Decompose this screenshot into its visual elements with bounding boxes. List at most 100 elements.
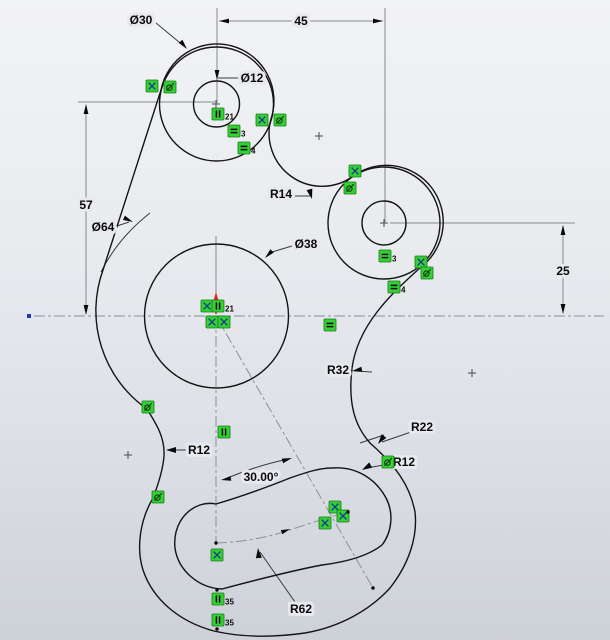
relation-icon-cross[interactable] (210, 548, 224, 562)
leader-dia30[interactable] (155, 22, 189, 51)
arrowhead (219, 18, 229, 24)
right-boss-outer-circle[interactable] (327, 166, 441, 280)
dimension-label-rad-22[interactable]: R22 (408, 417, 436, 437)
relation-icon-cross[interactable] (336, 509, 350, 523)
arrowhead (560, 304, 566, 314)
center-point-cross[interactable] (315, 132, 323, 140)
dimension-label-dia-30[interactable]: Ø30 (127, 10, 156, 30)
arrowhead (214, 70, 220, 80)
centerlines (34, 236, 604, 589)
relation-icon-box (323, 318, 337, 332)
angled-centerline-30deg[interactable] (215, 315, 374, 589)
relation-icon-cross[interactable] (318, 516, 332, 530)
slot-centerline-arc[interactable] (215, 511, 349, 544)
relation-icon-bars[interactable]: 35 (211, 613, 234, 628)
leader-r32[interactable] (352, 366, 373, 374)
relation-icon-box (227, 124, 241, 138)
relation-icon-tangent[interactable] (343, 181, 357, 195)
dimension-label-dia-38[interactable]: Ø38 (292, 234, 321, 254)
relation-icon-tangent[interactable] (163, 80, 177, 94)
relation-icon-equal[interactable]: 4 (237, 141, 256, 156)
relation-icon-bars[interactable]: 21 (211, 107, 234, 122)
relation-icon-cross[interactable] (414, 255, 428, 269)
relation-icon-bars[interactable]: 35 (211, 592, 234, 607)
dimension-label-angle-30[interactable]: 30.00° (241, 467, 282, 487)
relation-icon-cross[interactable] (200, 299, 214, 313)
arrowhead (362, 462, 373, 470)
arrowhead (255, 548, 262, 559)
leader-r12-left[interactable] (166, 447, 188, 453)
sketch-point-dot[interactable] (214, 541, 218, 545)
arrowhead (280, 529, 290, 535)
arrowhead (265, 249, 274, 258)
dimension-label-rad-62[interactable]: R62 (287, 599, 315, 619)
kidney-slot[interactable] (174, 467, 392, 590)
relation-icon-cross[interactable] (205, 315, 219, 329)
leader-angle-30[interactable] (221, 456, 293, 483)
relation-subscript: 35 (225, 598, 234, 607)
dimension-labels-layer: 455725Ø30Ø12Ø64Ø38R14R32R22R12R1230.00°R… (76, 10, 573, 619)
relation-icon-box (211, 613, 225, 627)
relation-icon-bars[interactable]: 21 (211, 299, 234, 314)
relation-icon-equal[interactable] (323, 318, 337, 332)
relation-icon-tangent[interactable] (141, 400, 155, 414)
dimension-label-rad-14[interactable]: R14 (267, 184, 295, 204)
leader-dia38[interactable] (263, 245, 293, 260)
center-point-cross[interactable] (468, 369, 476, 377)
dimension-label-rad-32[interactable]: R32 (324, 360, 352, 380)
dimension-leaders (100, 22, 415, 603)
relation-subscript: 3 (392, 255, 397, 264)
dimension-label-dist-45[interactable]: 45 (291, 11, 311, 31)
top-boss-hole-circle[interactable] (192, 80, 241, 128)
dimension-label-rad-12-left[interactable]: R12 (185, 440, 213, 460)
dimension-label-dia-12[interactable]: Ø12 (238, 68, 267, 88)
dimension-label-dist-25[interactable]: 25 (553, 261, 573, 281)
sketch-point-dot[interactable] (215, 588, 219, 592)
arrowhead (352, 366, 363, 372)
leader-r22[interactable] (359, 430, 415, 446)
sketch-point-dot[interactable] (371, 586, 375, 590)
relation-icon-cross[interactable] (217, 315, 231, 329)
dimension-label-rad-12-right[interactable]: R12 (390, 452, 418, 472)
arrowhead (306, 188, 313, 199)
center-hub-circle[interactable] (143, 243, 290, 389)
relation-icon-box (217, 425, 231, 439)
relation-icon-equal[interactable]: 3 (378, 249, 397, 264)
centerline-endpoint-blue[interactable] (27, 314, 31, 318)
relation-subscript: 21 (225, 305, 234, 314)
leader-dia12[interactable] (214, 66, 238, 80)
arrowhead (560, 225, 566, 235)
top-boss-outer-circle[interactable] (158, 46, 275, 162)
relation-icon-box (387, 280, 401, 294)
leader-r62[interactable] (255, 527, 296, 603)
dimension-label-dist-57[interactable]: 57 (76, 195, 96, 215)
sketch-point-dot[interactable] (346, 510, 350, 514)
relation-icon-equal[interactable]: 3 (227, 124, 246, 139)
relation-subscript: 35 (225, 619, 234, 628)
relation-icon-tangent[interactable] (381, 455, 395, 469)
center-point-cross[interactable] (124, 451, 132, 459)
plate-outline[interactable] (95, 43, 444, 637)
sketch-point-dot[interactable] (215, 627, 219, 631)
arrowhead (281, 458, 292, 464)
center-point-cross[interactable] (380, 219, 388, 227)
relation-icon-equal[interactable]: 4 (387, 280, 406, 295)
arrowhead (378, 434, 387, 444)
relation-subscript: 21 (225, 113, 234, 122)
relation-icon-box (378, 249, 392, 263)
relation-subscript: 3 (241, 130, 246, 139)
relation-icon-tangent[interactable] (151, 490, 165, 504)
relation-icon-cross[interactable] (348, 164, 362, 178)
relation-icon-cross[interactable] (255, 113, 269, 127)
relation-icon-bars[interactable] (217, 425, 231, 439)
center-point-cross[interactable] (212, 100, 220, 108)
leader-r14[interactable] (294, 188, 315, 200)
point-markers-layer (27, 100, 476, 631)
arrowhead (122, 215, 133, 222)
dimension-label-dia-64[interactable]: Ø64 (89, 217, 118, 237)
right-boss-hole-circle[interactable] (361, 200, 407, 246)
relation-icon-tangent[interactable] (420, 266, 434, 280)
relation-icon-tangent[interactable] (273, 113, 287, 127)
relation-icon-cross[interactable] (145, 79, 159, 93)
